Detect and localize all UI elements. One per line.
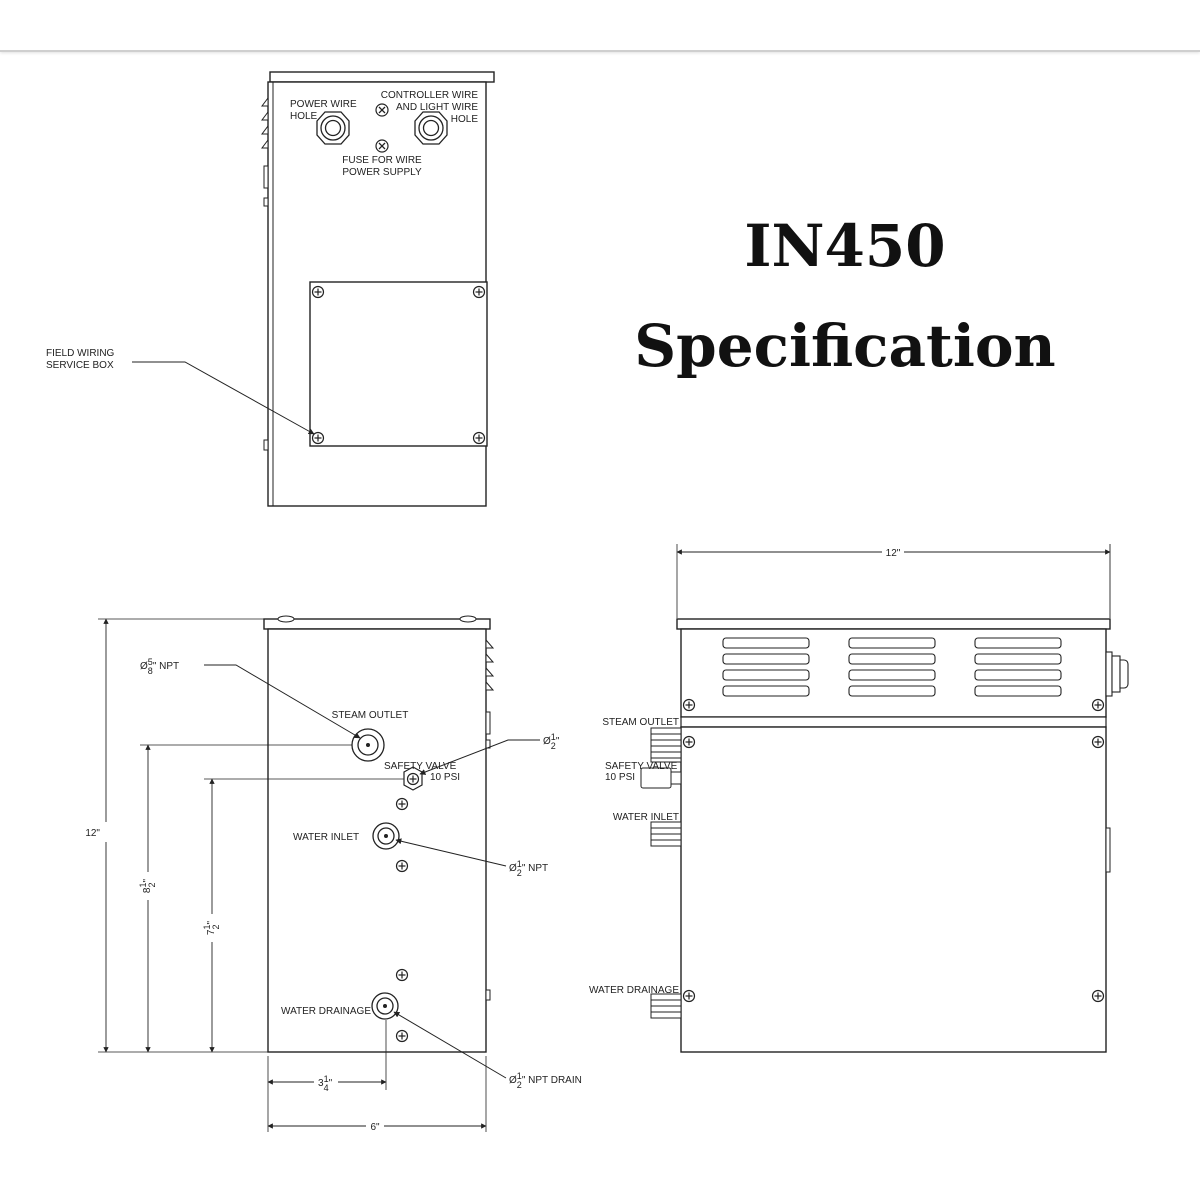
cable-gland-icon	[1105, 651, 1129, 697]
vent-grille	[722, 637, 1062, 697]
controller-wire-hole-icon	[414, 111, 448, 145]
steam-outlet-fitting	[650, 727, 682, 763]
fuse-label-2: POWER SUPPLY	[342, 167, 422, 178]
dim-valve-height-label: 712"	[202, 920, 221, 935]
side-water-drainage-label: WATER DRAINAGE	[589, 985, 679, 996]
screw-icon	[375, 103, 389, 117]
controller-wire-label-2: AND LIGHT WIRE	[396, 102, 478, 113]
dim-outlet-height-label: 812"	[138, 878, 157, 893]
field-wiring-label-2: SERVICE BOX	[46, 360, 114, 371]
front-view: STEAM OUTLET SAFETY VALVE 10 PSI WATER I…	[85, 615, 582, 1133]
power-wire-label-1: POWER WIRE	[290, 99, 357, 110]
water-inlet-fitting	[650, 821, 682, 847]
top-view: POWER WIRE HOLE CONTROLLER WIRE AND LIGH…	[46, 71, 495, 507]
safety-valve-label-1: SAFETY VALVE	[384, 761, 457, 772]
side-steam-outlet-label: STEAM OUTLET	[602, 717, 679, 728]
top-bar	[0, 0, 1200, 52]
dim-width-label: 6"	[370, 1122, 380, 1133]
fuse-label-1: FUSE FOR WIRE	[342, 155, 422, 166]
controller-wire-label-3: HOLE	[451, 114, 479, 125]
dim-length-label: 12"	[886, 548, 901, 559]
safety-valve-label-2: 10 PSI	[430, 772, 460, 783]
safety-valve-fitting	[640, 767, 682, 789]
model-title: IN450	[744, 212, 946, 280]
controller-wire-label-1: CONTROLLER WIRE	[381, 90, 479, 101]
water-drainage-fitting	[650, 993, 682, 1019]
field-wiring-box	[309, 281, 488, 447]
power-wire-hole-icon	[316, 111, 350, 145]
field-wiring-label-1: FIELD WIRING	[46, 348, 115, 359]
water-inlet-label: WATER INLET	[293, 832, 359, 843]
side-water-inlet-label: WATER INLET	[613, 812, 679, 823]
fuse-icon	[375, 139, 389, 153]
side-view: 12"	[589, 544, 1129, 1053]
water-drainage-label: WATER DRAINAGE	[281, 1006, 371, 1017]
power-wire-label-2: HOLE	[290, 111, 318, 122]
steam-outlet-label: STEAM OUTLET	[332, 710, 409, 721]
dim-height-label: 12"	[85, 828, 100, 839]
side-safety-valve-label-2: 10 PSI	[605, 772, 635, 783]
side-safety-valve-label-1: SAFETY VALVE	[605, 761, 678, 772]
spec-title: Specification	[634, 312, 1056, 380]
